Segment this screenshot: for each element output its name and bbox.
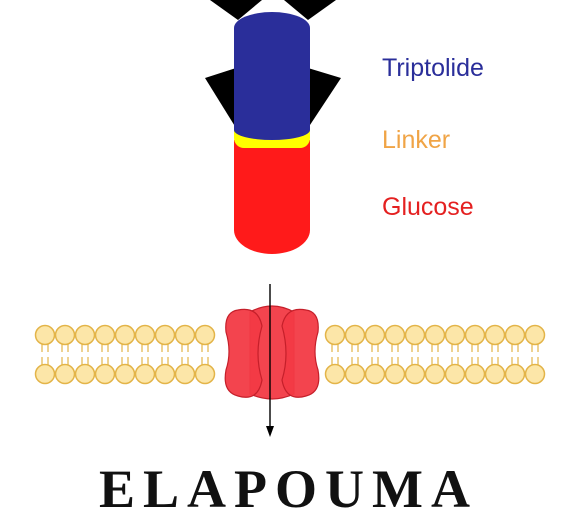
channel-right-lobe	[281, 308, 320, 398]
wing-top-left-icon	[210, 0, 262, 20]
lipid-head	[174, 363, 196, 385]
wing-top-right-icon	[284, 0, 336, 20]
lipid-head	[484, 363, 506, 385]
lipid-head	[34, 324, 56, 346]
glucose-triptolide-conjugate	[205, 0, 341, 254]
lipid-head	[54, 363, 76, 385]
diagram-canvas	[34, 0, 546, 437]
lipid-head	[34, 363, 56, 385]
lipid-head	[464, 324, 486, 346]
lipid-head	[194, 324, 216, 346]
triptolide-segment	[234, 12, 310, 140]
lipid-head	[504, 324, 526, 346]
lipid-head	[424, 324, 446, 346]
channel-left-lobe	[224, 308, 263, 398]
lipid-head	[94, 363, 116, 385]
lipid-head	[384, 363, 406, 385]
wing-bottom-left-icon	[205, 68, 236, 128]
lipid-head	[54, 324, 76, 346]
lipid-head	[364, 324, 386, 346]
lipid-head	[484, 324, 506, 346]
lipid-head	[114, 363, 136, 385]
lipid-head	[504, 363, 526, 385]
lipid-head	[94, 324, 116, 346]
bottom-title: ELAPOUMA	[99, 459, 478, 519]
legend-glucose: Glucose	[382, 193, 474, 221]
transport-arrow	[266, 284, 274, 437]
lipid-head	[134, 363, 156, 385]
lipid-head	[154, 363, 176, 385]
lipid-head	[524, 324, 546, 346]
lipid-head	[74, 363, 96, 385]
wing-bottom-right-icon	[308, 68, 341, 128]
legend-triptolide: Triptolide	[382, 54, 484, 82]
cell-membrane	[34, 324, 546, 385]
lipid-head	[404, 363, 426, 385]
lipid-head	[444, 324, 466, 346]
lipid-head	[344, 363, 366, 385]
lipid-head	[324, 324, 346, 346]
lipid-head	[194, 363, 216, 385]
lipid-head	[174, 324, 196, 346]
glucose-segment	[234, 140, 310, 254]
lipid-head	[404, 324, 426, 346]
lipid-head	[464, 363, 486, 385]
lipid-head	[154, 324, 176, 346]
lipid-head	[364, 363, 386, 385]
lipid-head	[444, 363, 466, 385]
lipid-head	[324, 363, 346, 385]
lipid-head	[134, 324, 156, 346]
lipid-head	[384, 324, 406, 346]
glucose-transporter-channel	[224, 305, 320, 400]
lipid-head	[74, 324, 96, 346]
legend-linker: Linker	[382, 126, 451, 154]
arrow-head-icon	[266, 426, 274, 437]
lipid-head	[114, 324, 136, 346]
lipid-head	[424, 363, 446, 385]
lipid-head	[524, 363, 546, 385]
lipid-head	[344, 324, 366, 346]
